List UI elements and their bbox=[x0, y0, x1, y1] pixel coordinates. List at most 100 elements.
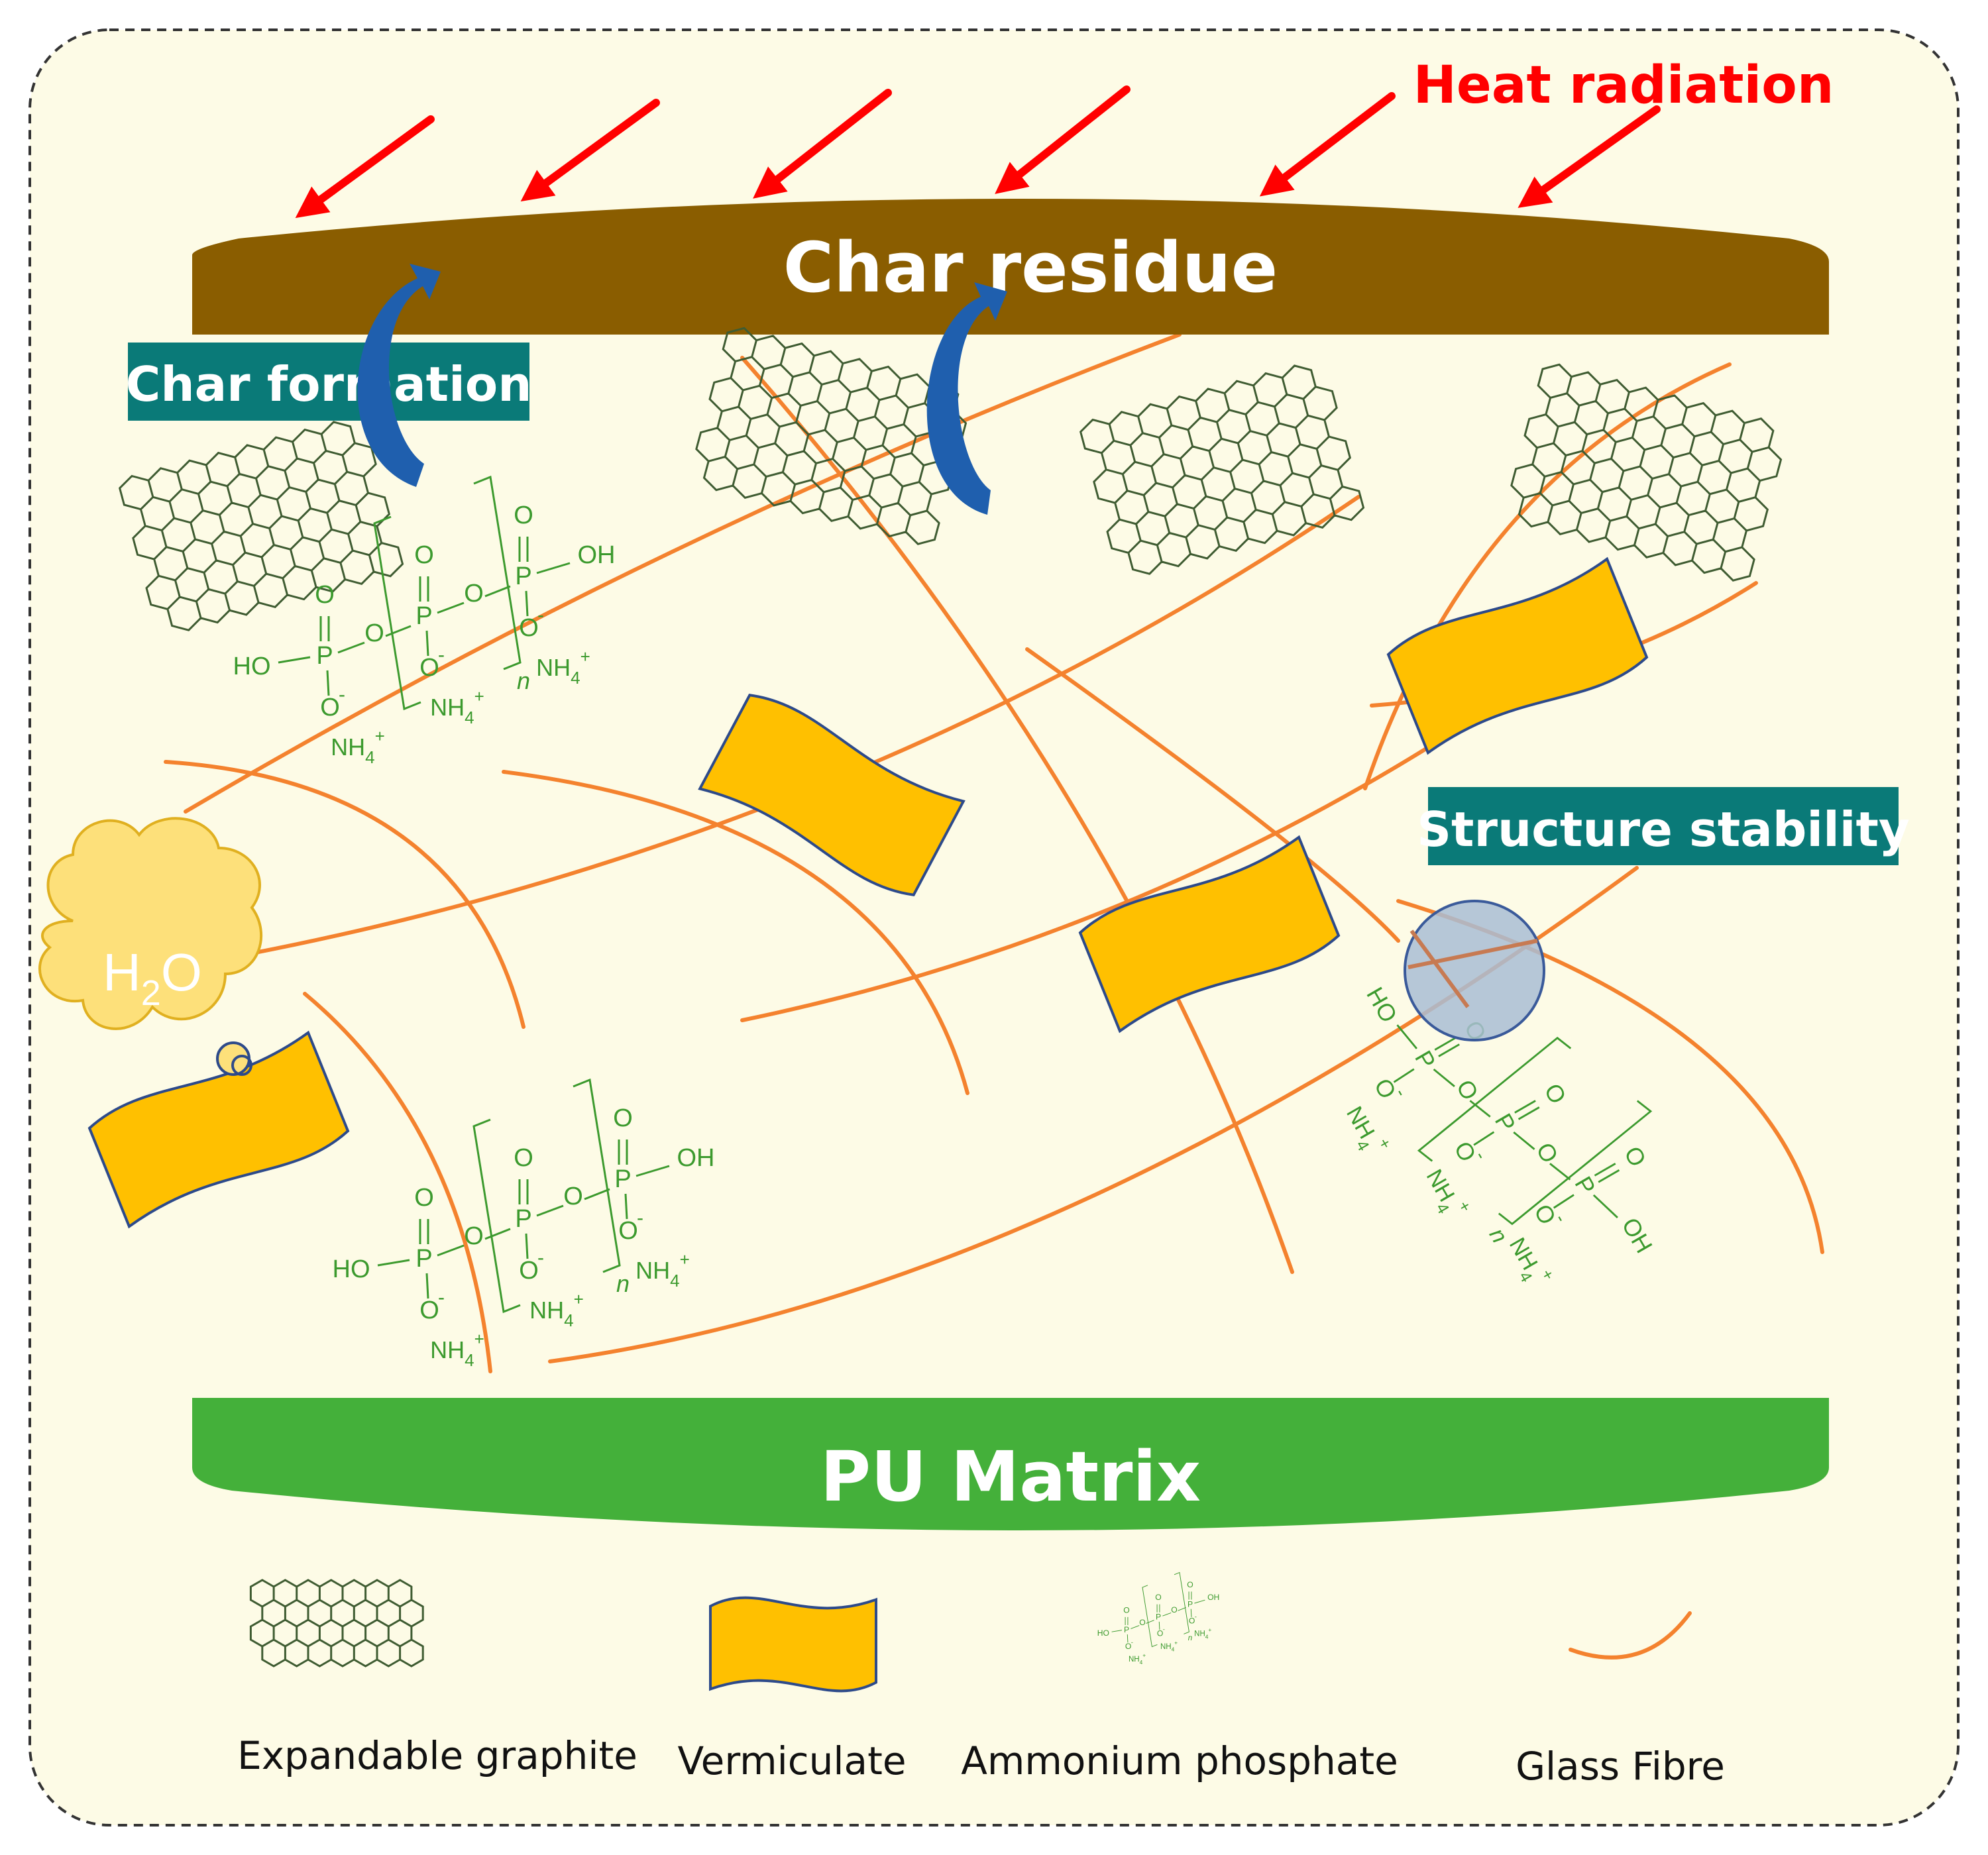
vermiculite-layer bbox=[87, 556, 1649, 1229]
svg-text:O: O bbox=[419, 654, 439, 682]
svg-text:-: - bbox=[1195, 1613, 1197, 1620]
svg-text:O: O bbox=[1187, 1580, 1193, 1589]
svg-text:NH4+: NH4+ bbox=[1129, 1652, 1146, 1666]
graphite-sheet-3 bbox=[1079, 364, 1365, 575]
vermiculite-flake-4 bbox=[87, 1030, 350, 1229]
legend-icon-vermiculite bbox=[709, 1596, 877, 1693]
structure-stability-label: Structure stability bbox=[1417, 802, 1910, 857]
svg-text:P: P bbox=[415, 602, 432, 630]
graphite-sheet-2 bbox=[695, 327, 967, 545]
glass-fibre-8 bbox=[740, 727, 1460, 1022]
legend-icon-graphite bbox=[249, 1579, 424, 1668]
svg-text:-: - bbox=[637, 1207, 643, 1229]
graphite-sheet-4 bbox=[1510, 363, 1783, 582]
svg-text:O: O bbox=[563, 1183, 583, 1210]
svg-text:P: P bbox=[515, 1205, 531, 1233]
svg-text:-: - bbox=[438, 1287, 445, 1308]
svg-text:-: - bbox=[339, 684, 345, 706]
glass-fibre-6 bbox=[740, 356, 1294, 1274]
graphite-sheet-1 bbox=[118, 421, 404, 631]
svg-text:P: P bbox=[1187, 1599, 1193, 1609]
svg-text:O: O bbox=[464, 580, 484, 608]
svg-text:NH4+: NH4+ bbox=[1194, 1626, 1211, 1640]
heat-arrow-2 bbox=[520, 99, 660, 202]
structure-stability-label-box bbox=[1428, 787, 1899, 865]
svg-text:NH4+: NH4+ bbox=[529, 1289, 584, 1330]
svg-text:-: - bbox=[1131, 1639, 1133, 1646]
svg-text:O: O bbox=[320, 694, 340, 721]
heat-arrow-1 bbox=[295, 115, 435, 219]
svg-text:-: - bbox=[537, 1247, 544, 1269]
svg-text:O: O bbox=[1123, 1605, 1129, 1615]
legend-label-glass-fibre: Glass Fibre bbox=[1516, 1744, 1725, 1789]
legend-label-vermiculate: Vermiculate bbox=[677, 1738, 906, 1783]
svg-text:OH: OH bbox=[677, 1144, 715, 1172]
cloud-bubble-inner bbox=[231, 1055, 252, 1076]
char-residue-label: Char residue bbox=[783, 227, 1278, 308]
legend-icon-glass-fibre bbox=[1569, 1611, 1692, 1660]
svg-text:OH: OH bbox=[1207, 1593, 1219, 1602]
svg-text:HO: HO bbox=[333, 1255, 370, 1283]
svg-text:O: O bbox=[613, 1104, 633, 1132]
svg-text:NH4+: NH4+ bbox=[430, 686, 484, 727]
svg-text:P: P bbox=[614, 1165, 631, 1193]
structure-stability-circle bbox=[1404, 900, 1545, 1041]
svg-text:-: - bbox=[438, 644, 445, 666]
svg-text:O: O bbox=[414, 541, 434, 569]
legend-label-ammonium-phosphate: Ammonium phosphate bbox=[961, 1738, 1398, 1783]
heat-arrow-6 bbox=[1518, 105, 1661, 208]
svg-text:O: O bbox=[1155, 1593, 1161, 1602]
svg-text:O: O bbox=[419, 1297, 439, 1324]
heat-arrow-4 bbox=[995, 85, 1131, 194]
svg-text:P: P bbox=[415, 1245, 432, 1273]
svg-text:O: O bbox=[315, 581, 335, 609]
vermiculite-flake-1 bbox=[698, 694, 966, 896]
svg-text:O: O bbox=[1157, 1629, 1163, 1638]
heat-arrow-3 bbox=[753, 89, 892, 199]
svg-text:O: O bbox=[1189, 1616, 1195, 1625]
heat-radiation-label: Heat radiation bbox=[1413, 56, 1834, 115]
svg-text:O: O bbox=[464, 1222, 484, 1250]
char-residue-band bbox=[192, 199, 1829, 335]
stability-crossing-fibres bbox=[1408, 929, 1538, 1008]
glass-fibre-3 bbox=[164, 760, 525, 1029]
char-formation-label: Char formation bbox=[126, 356, 532, 412]
svg-text:P: P bbox=[515, 562, 531, 590]
svg-text:O: O bbox=[618, 1217, 638, 1245]
graphite-layer bbox=[118, 327, 1783, 631]
char-formation-label-box bbox=[128, 343, 529, 421]
svg-text:n: n bbox=[616, 1270, 630, 1297]
svg-text:P: P bbox=[316, 642, 333, 670]
svg-text:OH: OH bbox=[578, 541, 616, 569]
svg-text:n: n bbox=[517, 667, 530, 694]
svg-text:O: O bbox=[519, 1257, 539, 1285]
vermiculite-flake-2 bbox=[1078, 835, 1341, 1034]
svg-text:NH4+: NH4+ bbox=[331, 726, 385, 767]
svg-text:O: O bbox=[1139, 1618, 1145, 1627]
svg-text:NH4+: NH4+ bbox=[635, 1249, 690, 1291]
glass-fibre-7 bbox=[1025, 647, 1400, 943]
svg-text:NH4+: NH4+ bbox=[1160, 1639, 1178, 1652]
svg-text:O: O bbox=[1171, 1605, 1177, 1615]
svg-text:P: P bbox=[1124, 1625, 1129, 1634]
heat-arrow-5 bbox=[1259, 92, 1396, 197]
glass-fibre-4 bbox=[502, 770, 969, 1095]
svg-text:O: O bbox=[519, 614, 539, 642]
legend-label-expandable-graphite: Expandable graphite bbox=[237, 1733, 637, 1778]
svg-text:n: n bbox=[1188, 1634, 1192, 1642]
heat-radiation-arrows bbox=[295, 85, 1661, 219]
svg-text:O: O bbox=[514, 502, 533, 529]
svg-text:O: O bbox=[364, 619, 384, 647]
vermiculite-flake-3 bbox=[1386, 556, 1649, 755]
panel-background bbox=[28, 28, 1960, 1827]
svg-text:-: - bbox=[1163, 1626, 1165, 1634]
svg-text:NH4+: NH4+ bbox=[536, 647, 590, 688]
char-formation-arrows bbox=[357, 264, 1007, 515]
svg-text:HO: HO bbox=[233, 653, 271, 680]
